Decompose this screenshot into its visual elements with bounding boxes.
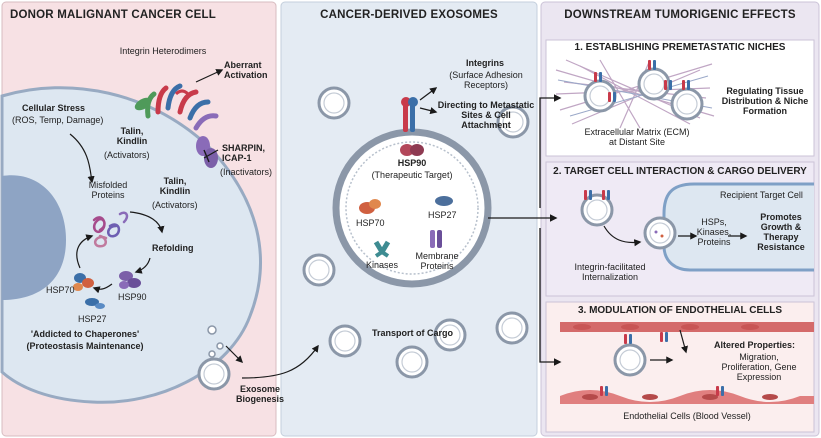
directing-label: Directing to Metastatic Sites & Cell Att… [437,100,535,131]
arrow-aberrant [195,69,224,83]
integrin-label: Integrin Heterodimers [119,46,207,56]
membrane-integrins [134,83,219,168]
arrow-cycle [76,234,94,269]
aberrant-activation: Aberrant Activation [224,60,268,81]
hsp70-middle: HSP70 [356,218,385,228]
arrow-stress [69,133,95,184]
internalizing-exosome [643,216,677,250]
arrow-to-section-1 [539,94,562,208]
exosome-integrin [401,97,418,132]
inactivators: (Inactivators) [220,167,273,177]
section-3-title: 3. MODULATION OF ENDOTHELIAL CELLS [577,305,783,316]
hsp27-left: HSP27 [78,314,107,324]
regulating-label: Regulating Tissue Distribution & Niche F… [721,86,809,117]
talin-kindlin-2: Talin, Kindlin [159,176,191,197]
chaperone-hsp90 [119,271,141,289]
cargo-hsp90 [400,144,424,156]
exosome-small-1 [317,86,351,120]
exosome-small-5 [395,345,429,379]
activators-1: (Activators) [104,150,150,160]
section-2-title: 2. TARGET CELL INTERACTION & CARGO DELIV… [553,166,807,177]
hsp70-left: HSP70 [46,285,75,295]
proteostasis-label: (Proteostasis Maintenance) [26,341,144,351]
arrow-refold [129,211,165,234]
arrow-to-hsp90 [134,257,151,274]
exosome-bud [197,357,231,391]
transport-of-cargo: Transport of Cargo [372,328,454,338]
addicted-label: 'Addicted to Chaperones' [30,329,140,339]
chaperone-hsp27 [85,298,105,309]
cargo-kinases [373,240,391,258]
exosome-small-7 [495,311,529,345]
membrane-proteins: Membrane Proteins [415,251,459,272]
cargo-membrane-proteins [430,230,442,248]
hsp27-middle: HSP27 [428,210,457,220]
middle-panel-title: CANCER-DERIVED EXOSOMES [320,9,498,21]
endothelial-label: Endothelial Cells (Blood Vessel) [623,411,751,421]
talin-kindlin-1: Talin, Kindlin [116,126,148,147]
section-1-title: 1. ESTABLISHING PREMETASTATIC NICHES [574,42,786,53]
exosome-biogenesis: Exosome Biogenesis [235,384,284,405]
exosome-small-2 [302,253,336,287]
recipient-target-cell: Recipient Target Cell [720,190,803,200]
exosome-small-4 [328,324,362,358]
hsp90-middle: HSP90 [397,158,427,168]
cancer-cell-membrane [0,86,262,404]
hsp90-sub: (Therapeutic Target) [371,170,453,180]
sharpin-icap: SHARPIN, ICAP-1 [222,143,266,164]
misfolded-proteins [92,211,129,248]
altered-items: Migration, Proliferation, Gene Expressio… [721,352,797,383]
arrow-hsp90-hsp70 [92,283,113,294]
chaperone-hsp70 [73,273,94,291]
altered-properties: Altered Properties: [714,340,796,350]
cellular-stress-title: Cellular Stress [22,103,86,113]
internalization-label: Integrin-facilitated Internalization [574,262,646,283]
misfolded-proteins-label: Misfolded Proteins [88,180,128,201]
hsp90-left: HSP90 [118,292,147,302]
cargo-label: HSPs, Kinases, Proteins [696,217,732,248]
endothelial-cells [560,390,814,404]
promotes-label: Promotes Growth & Therapy Resistance [757,212,805,253]
nucleus [2,175,66,300]
cellular-stress-sub: (ROS, Temp, Damage) [12,115,104,125]
integrins-title: Integrins [465,58,504,68]
arrow-to-section-3 [539,228,562,366]
refolding-label: Refolding [152,243,194,253]
right-panel-title: DOWNSTREAM TUMORIGENIC EFFECTS [564,9,796,21]
arrow-transport-in [241,344,319,379]
cargo-hsp70 [359,199,381,214]
vessel-exosome [613,343,647,377]
ecm-exosome-3 [670,87,704,121]
ecm-label: Extracellular Matrix (ECM) at Distant Si… [584,127,690,148]
kinases-middle: Kinases [366,260,399,270]
activators-2: (Activators) [152,200,198,210]
cargo-hsp27 [435,196,453,206]
integrins-sub: (Surface Adhesion Receptors) [449,70,523,91]
left-panel-title: DONOR MALIGNANT CANCER CELL [10,9,216,21]
big-exosome [332,128,492,288]
